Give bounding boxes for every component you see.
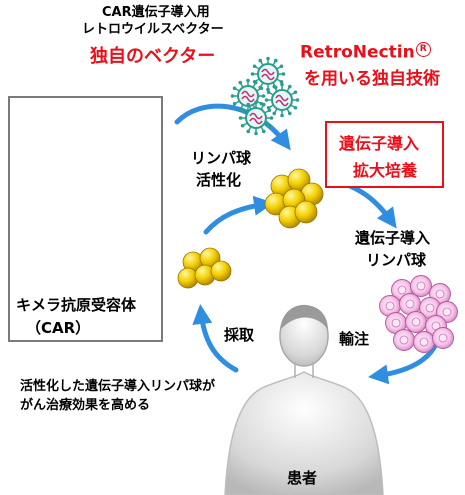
vector-line1: CAR遺伝子導入用 xyxy=(102,5,210,20)
transduced-lymphocyte xyxy=(432,327,454,349)
summary-line1: 活性化した遺伝子導入リンパ球が xyxy=(20,379,216,394)
transduced-lymphocyte-cluster xyxy=(379,275,458,353)
summary-line2: がん治療効果を高める xyxy=(20,398,151,413)
activated-label-line1: リンパ球 xyxy=(191,149,252,167)
retrovirus-icon xyxy=(264,82,300,118)
patient-label: 患者 xyxy=(287,469,318,487)
car-box: キメラ抗原受容体 （CAR） xyxy=(8,96,163,342)
arrow-vector-to-cells xyxy=(174,103,291,151)
retrovirus-icon xyxy=(238,100,274,136)
collected-lymphocyte-cluster xyxy=(177,247,232,289)
transduced-label-line1: 遺伝子導入 xyxy=(355,229,431,247)
vector-highlight: 独自のベクター xyxy=(90,46,216,67)
collect-label: 採取 xyxy=(224,326,255,344)
arrow-collect-to-car xyxy=(192,304,239,373)
patient-figure xyxy=(224,304,384,495)
transduced-lymphocyte xyxy=(413,331,435,353)
car-label-line1: キメラ抗原受容体 xyxy=(16,296,137,314)
transduced-lymphocyte xyxy=(405,311,427,333)
process-box-line1: 遺伝子導入 xyxy=(339,134,420,153)
car-label-line2: （CAR） xyxy=(26,319,91,337)
retrovirus-particles xyxy=(230,56,300,136)
retronectin-subtitle: を用いる独自技術 xyxy=(304,69,440,89)
process-box-line2: 拡大培養 xyxy=(353,161,418,180)
retrovirus-icon xyxy=(250,56,286,92)
registered-mark-icon: R xyxy=(415,42,431,57)
transduced-lymphocyte xyxy=(385,312,407,334)
activated-lymphocyte-cluster xyxy=(264,168,324,229)
transduced-lymphocyte xyxy=(393,329,415,351)
registered-mark-letter: R xyxy=(419,44,427,54)
retronectin-title: RetroNectin R xyxy=(300,42,431,63)
activated-label-line2: 活性化 xyxy=(196,171,242,189)
retronectin-name: RetroNectin xyxy=(300,42,415,63)
arrow-collected-to-activated xyxy=(203,195,274,235)
infuse-label: 輸注 xyxy=(339,330,370,348)
process-box: 遺伝子導入 拡大培養 xyxy=(325,121,444,188)
vector-line2: レトロウイルスベクター xyxy=(82,22,224,37)
transduced-label-line2: リンパ球 xyxy=(366,251,427,269)
transduced-lymphocyte xyxy=(410,275,432,297)
